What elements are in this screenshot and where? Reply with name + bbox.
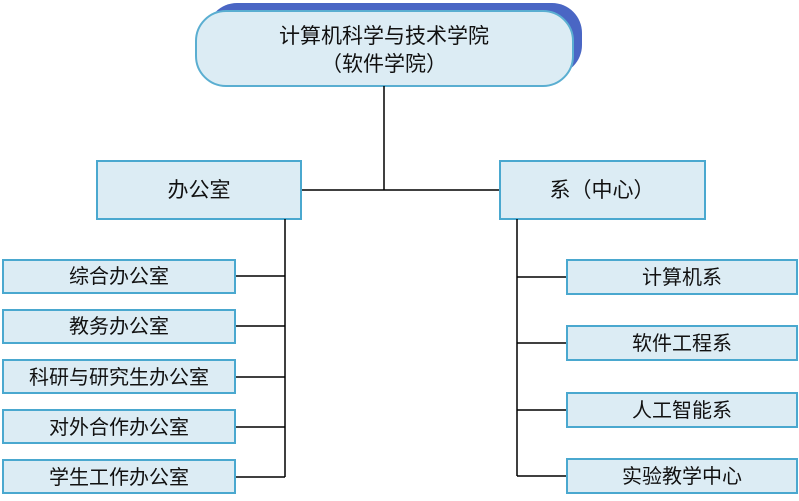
root-title-line1: 计算机科学与技术学院 xyxy=(279,24,489,48)
root-connectors xyxy=(301,86,500,191)
departments-node-label: 系（中心） xyxy=(550,178,655,202)
office-child-label: 教务办公室 xyxy=(69,314,169,338)
department-child-box xyxy=(566,259,798,295)
department-child-box xyxy=(566,392,798,428)
office-child-label: 学生工作办公室 xyxy=(49,465,189,489)
department-child-label: 软件工程系 xyxy=(632,331,732,355)
office-child-box xyxy=(2,259,236,294)
department-child-box xyxy=(566,325,798,361)
department-child-label: 计算机系 xyxy=(642,265,722,289)
office-node-box xyxy=(96,160,302,220)
department-child-label: 人工智能系 xyxy=(632,398,732,422)
office-child-box xyxy=(2,459,236,494)
office-child-box xyxy=(2,309,236,344)
office-child-label: 综合办公室 xyxy=(69,264,169,288)
root-title-line2: （软件学院） xyxy=(321,52,447,76)
office-child-box xyxy=(2,409,236,444)
office-child-box xyxy=(2,359,236,394)
department-child-box xyxy=(566,458,798,494)
departments-branch: 系（中心） 计算机系 软件工程系 人工智能系 实验教学中心 xyxy=(499,160,798,494)
departments-node-box xyxy=(499,160,706,220)
office-child-label: 科研与研究生办公室 xyxy=(29,365,209,389)
office-branch: 办公室 综合办公室 教务办公室 科研与研究生办公室 对外合作办公室 学生工作办公… xyxy=(2,160,302,494)
office-child-label: 对外合作办公室 xyxy=(49,415,189,439)
root-node: 计算机科学与技术学院 （软件学院） xyxy=(195,3,582,87)
office-node-label: 办公室 xyxy=(168,178,231,202)
department-child-label: 实验教学中心 xyxy=(622,464,742,488)
